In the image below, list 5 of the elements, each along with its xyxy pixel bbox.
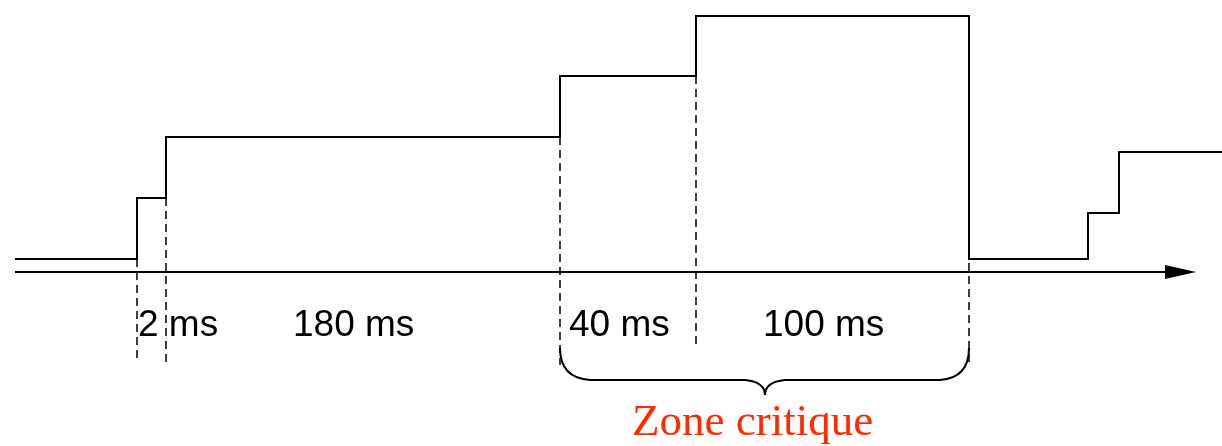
duration-label: 100 ms: [763, 305, 885, 342]
duration-label: 40 ms: [569, 305, 670, 342]
duration-label: 2 ms: [138, 305, 219, 342]
duration-label: 180 ms: [293, 305, 415, 342]
zone-label: Zone critique: [632, 398, 874, 443]
